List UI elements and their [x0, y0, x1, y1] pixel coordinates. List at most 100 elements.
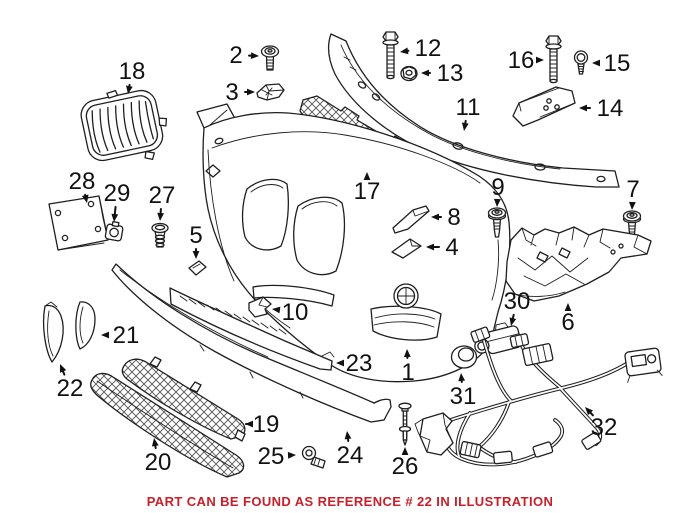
callout-number: 18 [119, 58, 146, 85]
part-2-screw-drawing [260, 45, 280, 71]
part-8-trim-strip-drawing [392, 205, 430, 234]
callout-24: 24 [337, 431, 363, 469]
callout-arrowhead [628, 201, 636, 210]
callout-number: 25 [258, 443, 285, 470]
callout-arrowhead [59, 364, 67, 373]
part-31-grommet-drawing [450, 345, 478, 369]
callout-arrowhead [151, 438, 159, 447]
callout-arrowhead [421, 69, 429, 77]
callout-4: 4 [426, 234, 459, 261]
part-4-cover-drawing [391, 238, 422, 259]
callout-arrowhead [494, 198, 501, 207]
callout-arrowhead [509, 317, 517, 326]
callout-arrowhead [400, 47, 409, 55]
callout-number: 13 [437, 60, 464, 87]
callout-number: 20 [145, 449, 172, 476]
reference-note: PART CAN BE FOUND AS REFERENCE # 22 IN I… [146, 494, 554, 509]
callout-number: 3 [225, 79, 238, 106]
part-9-screw-drawing [487, 207, 507, 238]
part-14-bracket-drawing [512, 86, 576, 127]
callout-number: 29 [104, 180, 131, 207]
callout-number: 9 [491, 174, 504, 201]
part-13-nut-drawing [400, 65, 418, 82]
callout-arrowhead [157, 212, 165, 221]
part-29-clip-nut-drawing [104, 220, 124, 242]
callout-14: 14 [579, 95, 623, 122]
callout-27: 27 [149, 182, 176, 221]
callout-number: 12 [415, 35, 442, 62]
callout-arrow [113, 205, 117, 217]
callout-29: 29 [104, 180, 131, 222]
part-20-mesh-grille-drawing [90, 372, 245, 478]
part-25-push-rivet-drawing [301, 445, 326, 469]
callout-number: 32 [591, 414, 618, 441]
callout-26: 26 [392, 447, 418, 480]
callout-arrowhead [192, 251, 200, 259]
part-12-bolt-drawing [382, 31, 399, 80]
callout-19: 19 [245, 411, 279, 438]
callout-10: 10 [272, 299, 308, 326]
callout-23: 23 [336, 350, 372, 377]
callout-number: 1 [401, 359, 414, 386]
callout-number: 28 [69, 168, 96, 195]
callout-number: 2 [229, 42, 242, 69]
part-32-wiring-harness-drawing [414, 326, 663, 467]
callout-number: 16 [508, 47, 535, 74]
callout-arrowhead [287, 451, 296, 459]
callout-number: 21 [113, 322, 140, 349]
callout-arrowhead [461, 122, 469, 131]
callout-2: 2 [229, 42, 259, 69]
callout-15: 15 [592, 50, 630, 77]
part-24-lower-strip-drawing [111, 263, 392, 423]
part-3-clip-drawing [256, 83, 285, 101]
callout-17: 17 [354, 172, 381, 205]
callout-11: 11 [456, 94, 480, 131]
callout-3: 3 [225, 79, 255, 106]
part-15-screw-drawing [573, 50, 589, 75]
part-19-mesh-grille-drawing [121, 356, 246, 442]
part-1-bumper-cover-drawing [196, 103, 511, 383]
callout-1: 1 [401, 349, 415, 386]
callout-5: 5 [189, 222, 203, 259]
callout-arrowhead [81, 194, 89, 203]
callout-number: 22 [57, 375, 84, 402]
callout-arrowhead [363, 172, 371, 180]
callout-arrowhead [585, 407, 593, 416]
callout-arrowhead [111, 213, 119, 222]
callout-16: 16 [508, 47, 544, 74]
callout-number: 8 [447, 204, 460, 231]
callout-12: 12 [400, 35, 441, 62]
callout-13: 13 [421, 60, 463, 87]
part-5-clip-drawing [188, 260, 207, 276]
callout-arrowhead [431, 213, 439, 221]
callout-arrowhead [250, 52, 259, 60]
part-23-serrated-strip-drawing [169, 287, 335, 371]
part-26-screw-drawing [398, 402, 412, 446]
callout-layer: 1234567891011121314151617181920212223242… [57, 35, 640, 480]
callout-7: 7 [626, 176, 640, 210]
callout-arrowhead [247, 88, 255, 96]
callout-18: 18 [119, 58, 146, 94]
callout-arrowhead [126, 85, 133, 94]
callout-arrowhead [245, 420, 253, 428]
callout-6: 6 [561, 303, 575, 336]
callout-number: 10 [282, 299, 309, 326]
callout-number: 27 [149, 182, 176, 209]
callout-number: 4 [445, 234, 458, 261]
callout-arrowhead [458, 373, 466, 382]
callout-8: 8 [431, 204, 461, 231]
part-21-trim-drawing [75, 301, 96, 350]
callout-arrowhead [579, 104, 587, 112]
callout-arrowhead [536, 56, 544, 64]
callout-arrowhead [401, 447, 409, 455]
callout-arrowhead [564, 303, 572, 311]
callout-number: 23 [346, 350, 373, 377]
callout-30: 30 [504, 288, 530, 326]
callout-arrowhead [426, 243, 434, 251]
callout-28: 28 [69, 168, 96, 203]
callout-number: 17 [354, 178, 381, 205]
callout-number: 6 [561, 309, 574, 336]
callout-arrowhead [336, 359, 344, 367]
callout-arrowhead [344, 431, 352, 440]
